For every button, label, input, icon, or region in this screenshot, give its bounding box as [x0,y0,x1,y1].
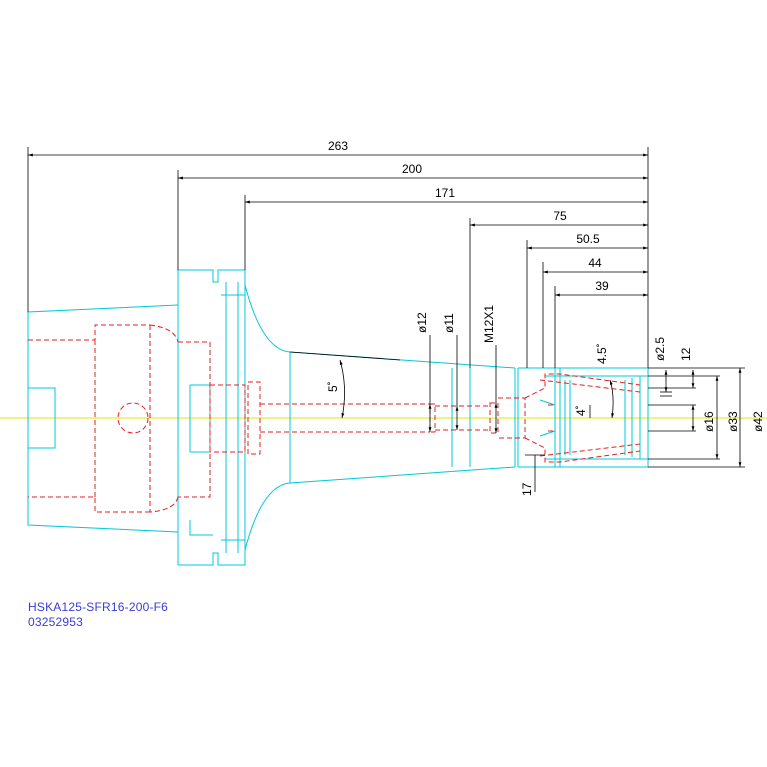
dim-angle-5: 5˚ [326,381,340,392]
hidden-lines [28,324,641,513]
dim-dia42: ø42 [751,411,765,432]
dim-75: 75 [553,209,567,223]
dim-angle-4: 4˚ [574,405,588,416]
dim-dia2-5: ø2.5 [653,337,667,361]
dim-50-5: 50.5 [576,232,600,246]
part-code-caption: 03252953 [28,615,83,629]
dim-dia12: ø12 [415,312,429,333]
dimension-lines [27,147,745,492]
dim-12: 12 [679,347,693,361]
dim-263: 263 [328,139,348,153]
collet-nose-outline [518,367,649,468]
part-number-caption: HSKA125-SFR16-200-F6 [28,600,169,614]
dim-dia33: ø33 [726,411,740,432]
dim-17: 17 [520,482,534,496]
dim-39: 39 [595,279,609,293]
dim-171: 171 [435,186,455,200]
dim-200: 200 [402,162,422,176]
dim-thread: M12X1 [482,305,496,343]
dim-dia11: ø11 [442,313,456,333]
dim-dia16: ø16 [702,411,716,432]
dim-44: 44 [588,256,602,270]
dim-angle-4-5: 4.5˚ [595,343,609,364]
hsk-shank-outline [27,270,179,565]
